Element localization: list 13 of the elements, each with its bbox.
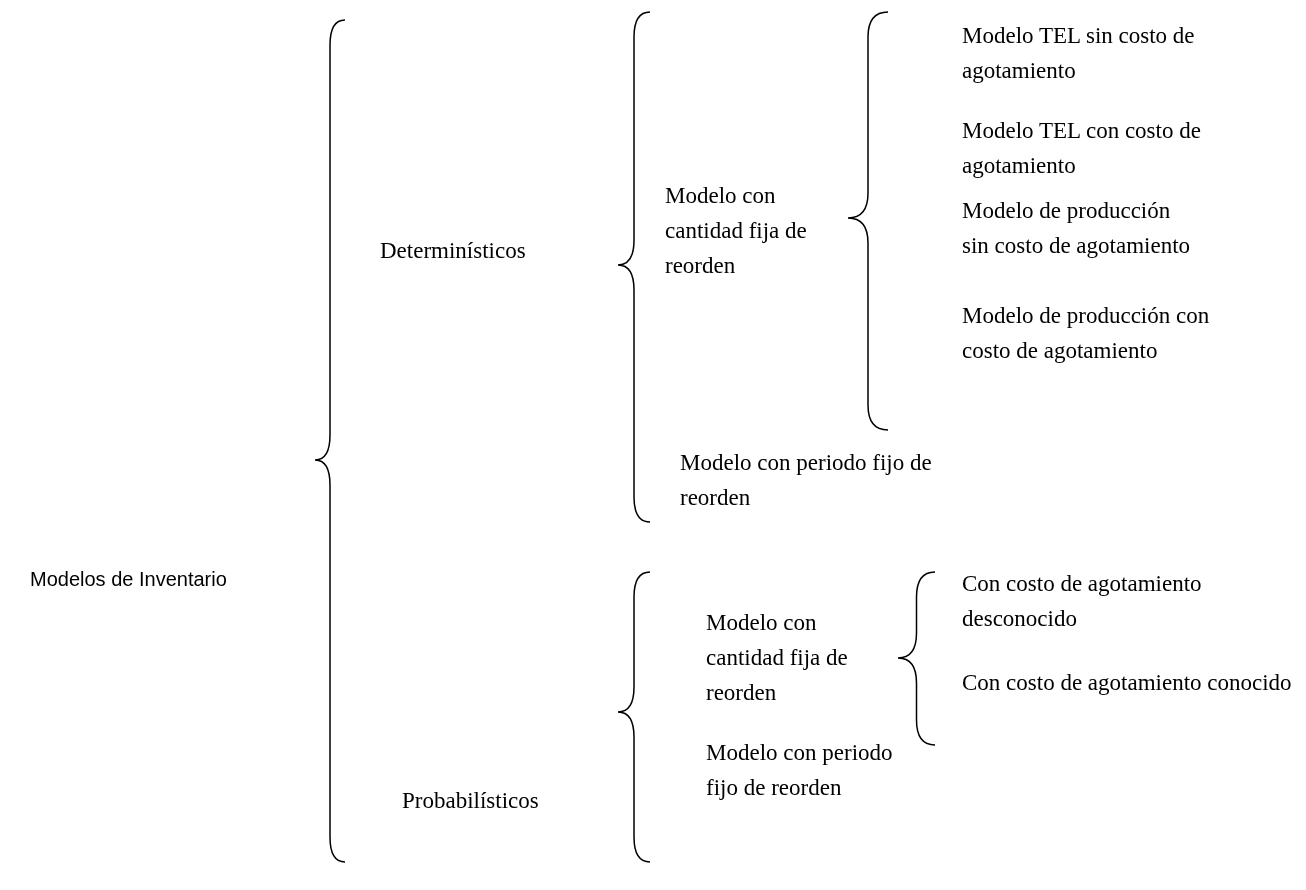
category-label: Con costo de agotamiento conocido: [962, 669, 1292, 697]
category-label: Modelos de Inventario: [30, 567, 228, 592]
category-label: Modelo con periodo fijo de reorden: [706, 739, 894, 802]
category-label: Probabilísticos: [402, 787, 540, 815]
category-label: Con costo de agotamiento desconocido: [962, 570, 1203, 633]
category-label: Modelo con cantidad fija de reorden: [665, 182, 808, 280]
category-label: Modelo de producción con costo de agotamiento: [962, 302, 1211, 365]
category-label: Modelo con periodo fijo de reorden: [680, 449, 933, 512]
category-label: Modelo TEL sin costo de agotamiento: [962, 22, 1196, 85]
category-label: Modelo con cantidad fija de reorden: [706, 609, 849, 707]
category-label: Modelo TEL con costo de agotamiento: [962, 117, 1202, 180]
category-label: Determinísticos: [380, 237, 527, 265]
category-label: Modelo de producción sin costo de agotamiento: [962, 197, 1192, 260]
